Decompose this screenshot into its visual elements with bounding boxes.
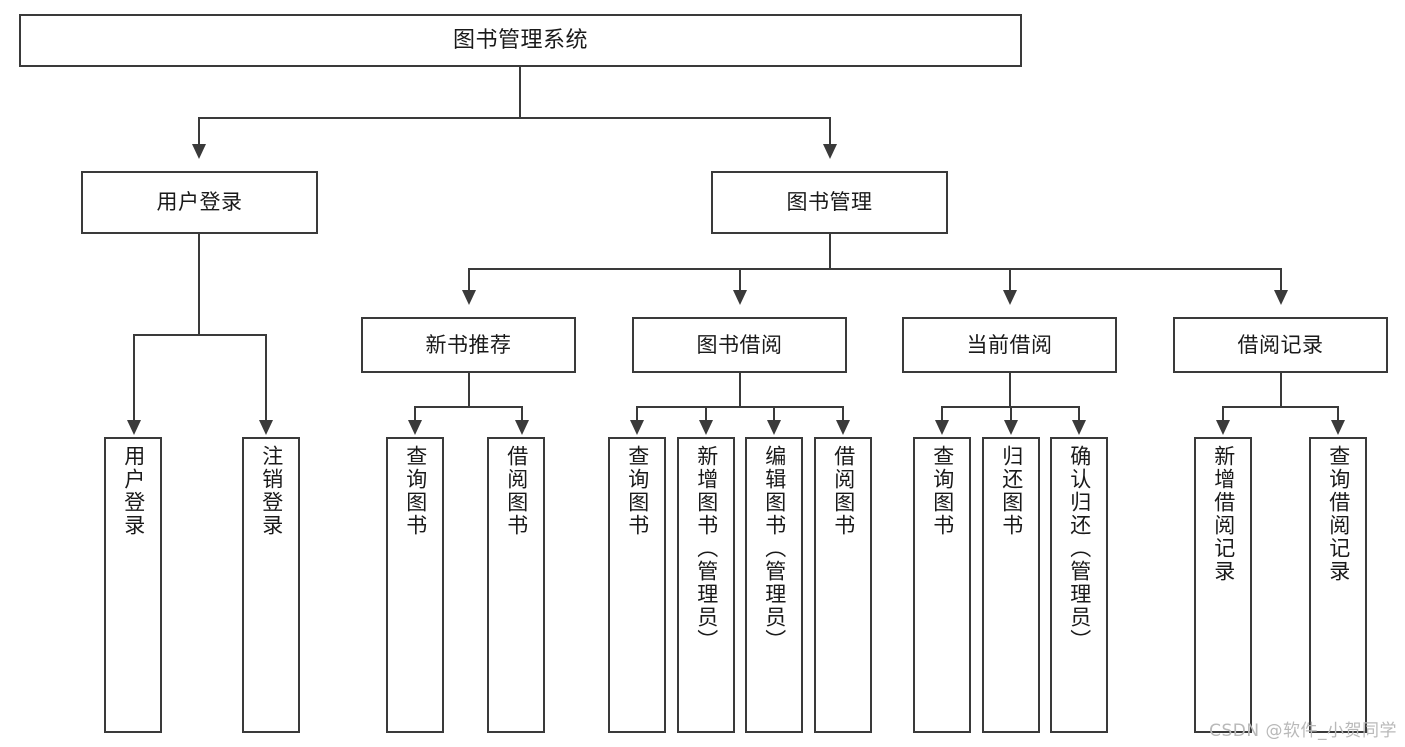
node-label: 借阅图书 <box>831 445 856 537</box>
node-label: 新书推荐 <box>425 332 512 357</box>
edge-root-bus <box>198 117 830 119</box>
edge-new-book-recommend-stem <box>468 373 470 407</box>
edge-root-to-user-login <box>198 117 200 146</box>
arrowhead-leaf-user-login <box>127 420 141 435</box>
leaf-edit-book-admin[interactable]: 编辑图书（管理员） <box>745 437 803 733</box>
arrowhead-book-borrow <box>733 290 747 305</box>
leaf-logout[interactable]: 注销登录 <box>242 437 300 733</box>
node-label: 归还图书 <box>999 445 1024 537</box>
edge-bb-to-leaf-4 <box>842 406 844 422</box>
edge-user-login-to-leaf-2 <box>265 334 267 422</box>
arrowhead-bb-leaf-2 <box>699 420 713 435</box>
edge-cb-to-leaf-3 <box>1078 406 1080 422</box>
edge-to-new-book-recommend <box>468 268 470 292</box>
node-label: 确认归还（管理员） <box>1067 445 1092 652</box>
arrowhead-cb-leaf-1 <box>935 420 949 435</box>
leaf-return-book[interactable]: 归还图书 <box>982 437 1040 733</box>
edge-book-borrow-bus <box>636 406 844 408</box>
node-label: 图书管理系统 <box>452 27 588 53</box>
leaf-borrow-book-recommend[interactable]: 借阅图书 <box>487 437 545 733</box>
leaf-add-borrow-record[interactable]: 新增借阅记录 <box>1194 437 1252 733</box>
edge-to-borrow-record <box>1280 268 1282 292</box>
node-label: 新增借阅记录 <box>1211 445 1236 583</box>
edge-book-borrow-stem <box>739 373 741 407</box>
edge-bb-to-leaf-2 <box>705 406 707 422</box>
edge-to-current-borrow <box>1009 268 1011 292</box>
leaf-query-book-borrow[interactable]: 查询图书 <box>608 437 666 733</box>
arrowhead-current-borrow <box>1003 290 1017 305</box>
edge-user-login-to-leaf-1 <box>133 334 135 422</box>
arrowhead-book-management <box>823 144 837 159</box>
node-label: 编辑图书（管理员） <box>762 445 787 652</box>
node-current-borrow[interactable]: 当前借阅 <box>902 317 1117 373</box>
leaf-query-borrow-record[interactable]: 查询借阅记录 <box>1309 437 1367 733</box>
edge-br-to-leaf-1 <box>1222 406 1224 422</box>
node-book-borrow[interactable]: 图书借阅 <box>632 317 847 373</box>
leaf-query-book-current[interactable]: 查询图书 <box>913 437 971 733</box>
node-label: 查询图书 <box>930 445 955 537</box>
node-new-book-recommend[interactable]: 新书推荐 <box>361 317 576 373</box>
node-root-book-management-system[interactable]: 图书管理系统 <box>19 14 1022 67</box>
node-user-login[interactable]: 用户登录 <box>81 171 318 234</box>
node-label: 借阅记录 <box>1237 332 1324 357</box>
edge-borrow-record-bus <box>1222 406 1339 408</box>
edge-bb-to-leaf-3 <box>773 406 775 422</box>
edge-nbr-to-leaf-2 <box>521 406 523 422</box>
arrowhead-bb-leaf-3 <box>767 420 781 435</box>
arrowhead-cb-leaf-3 <box>1072 420 1086 435</box>
node-label: 用户登录 <box>156 190 243 215</box>
node-borrow-record[interactable]: 借阅记录 <box>1173 317 1388 373</box>
leaf-query-book-recommend[interactable]: 查询图书 <box>386 437 444 733</box>
edge-user-login-bus <box>133 334 265 336</box>
node-label: 图书借阅 <box>696 332 783 357</box>
arrowhead-user-login <box>192 144 206 159</box>
edge-new-book-recommend-bus <box>414 406 523 408</box>
edge-cb-to-leaf-1 <box>941 406 943 422</box>
edge-current-borrow-stem <box>1009 373 1011 407</box>
edge-br-to-leaf-2 <box>1337 406 1339 422</box>
node-label: 新增图书（管理员） <box>694 445 719 652</box>
node-label: 图书管理 <box>786 190 873 215</box>
node-label: 借阅图书 <box>504 445 529 537</box>
arrowhead-nbr-leaf-1 <box>408 420 422 435</box>
node-label: 用户登录 <box>121 445 146 537</box>
edge-book-management-bus <box>468 268 1280 270</box>
arrowhead-br-leaf-1 <box>1216 420 1230 435</box>
node-label: 查询借阅记录 <box>1326 445 1351 583</box>
arrowhead-bb-leaf-1 <box>630 420 644 435</box>
arrowhead-new-book-recommend <box>462 290 476 305</box>
edge-nbr-to-leaf-1 <box>414 406 416 422</box>
arrowhead-cb-leaf-2 <box>1004 420 1018 435</box>
edge-root-stem <box>519 67 521 118</box>
node-label: 当前借阅 <box>966 332 1053 357</box>
edge-root-to-book-management <box>829 117 831 146</box>
edge-user-login-stem <box>198 234 200 335</box>
node-label: 查询图书 <box>625 445 650 537</box>
edge-cb-to-leaf-2 <box>1010 406 1012 422</box>
node-label: 注销登录 <box>259 445 284 537</box>
edge-book-management-stem <box>829 234 831 269</box>
edge-bb-to-leaf-1 <box>636 406 638 422</box>
arrowhead-nbr-leaf-2 <box>515 420 529 435</box>
leaf-add-book-admin[interactable]: 新增图书（管理员） <box>677 437 735 733</box>
arrowhead-bb-leaf-4 <box>836 420 850 435</box>
node-label: 查询图书 <box>403 445 428 537</box>
leaf-borrow-book[interactable]: 借阅图书 <box>814 437 872 733</box>
arrowhead-borrow-record <box>1274 290 1288 305</box>
arrowhead-br-leaf-2 <box>1331 420 1345 435</box>
edge-borrow-record-stem <box>1280 373 1282 407</box>
edge-to-book-borrow <box>739 268 741 292</box>
node-book-management[interactable]: 图书管理 <box>711 171 948 234</box>
leaf-user-login[interactable]: 用户登录 <box>104 437 162 733</box>
arrowhead-leaf-logout <box>259 420 273 435</box>
leaf-confirm-return-admin[interactable]: 确认归还（管理员） <box>1050 437 1108 733</box>
